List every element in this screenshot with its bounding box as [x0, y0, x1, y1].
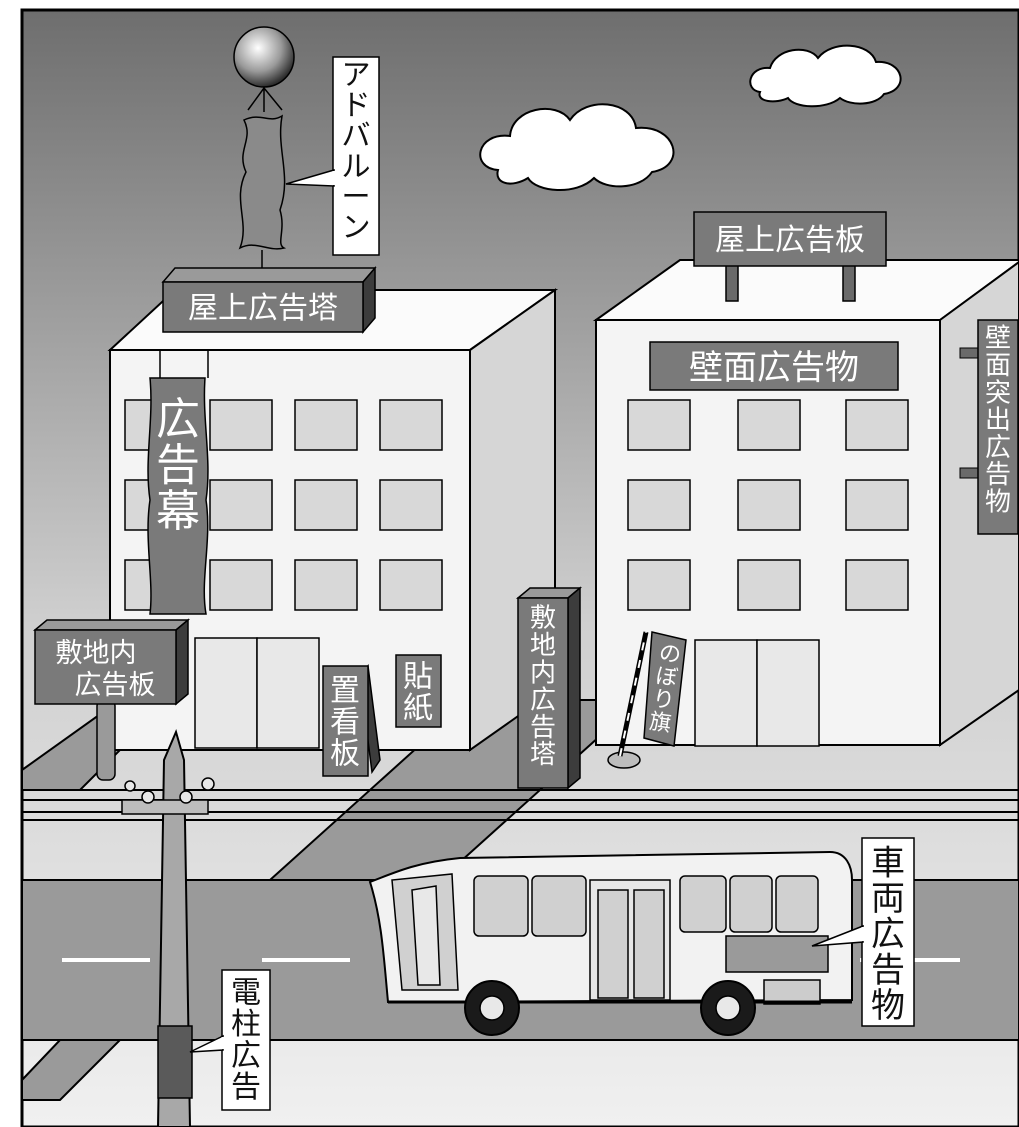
vertical-char: 看 — [330, 705, 360, 740]
vertical-char: ー — [341, 179, 370, 213]
vertical-char: 壁 — [985, 324, 1011, 354]
vertical-char: 広 — [231, 1039, 261, 1074]
onsite-tower-label: 敷地内広告塔 — [530, 604, 556, 771]
vertical-char: 電 — [231, 976, 261, 1011]
vertical-char: 物 — [985, 488, 1011, 518]
vertical-char: 広 — [156, 394, 200, 445]
vertical-char: ン — [341, 210, 370, 244]
sticker-label: 貼紙 — [403, 660, 433, 727]
vertical-char: ド — [341, 88, 370, 122]
vertical-char: バ — [341, 118, 370, 152]
vertical-char: 幕 — [156, 486, 200, 537]
vertical-char: 広 — [530, 686, 556, 716]
rooftop-tower-label: 屋上広告塔 — [188, 291, 338, 326]
vertical-char: 板 — [330, 737, 360, 772]
vertical-char: ル — [341, 149, 370, 183]
vertical-char: 広 — [985, 433, 1011, 463]
vertical-char: 紙 — [403, 691, 433, 726]
vertical-char: 告 — [231, 1070, 261, 1105]
pole-ad-wrap — [158, 1026, 192, 1098]
wall-ad: 壁面広告物 — [650, 342, 898, 390]
left-building-door — [195, 638, 319, 748]
vertical-char: 告 — [156, 440, 200, 491]
vertical-char: ア — [341, 58, 370, 92]
right-building-windows — [628, 400, 908, 610]
vertical-char: 敷 — [530, 604, 556, 634]
vertical-char: 貼 — [403, 660, 433, 695]
vertical-char: 告 — [871, 950, 905, 990]
onsite-board-label-2: 広告板 — [75, 670, 156, 701]
vertical-char: 突 — [985, 378, 1011, 408]
standing-sign-label: 置看板 — [330, 674, 360, 772]
right-building-door — [695, 640, 819, 746]
wall-projecting-label: 壁面突出広告物 — [985, 324, 1011, 518]
ad-balloon-label: アドバルーン — [341, 58, 370, 244]
vertical-char: 告 — [985, 460, 1011, 490]
sticker: 貼紙 — [396, 655, 441, 727]
banner: 広告幕 — [148, 350, 208, 614]
vertical-char: 内 — [530, 658, 556, 688]
vehicle-ad-label: 車両広告物 — [871, 843, 905, 1026]
vertical-char: 置 — [330, 674, 360, 709]
pole-ad-label: 電柱広告 — [231, 976, 261, 1106]
rooftop-billboard-label: 屋上広告板 — [715, 223, 865, 258]
onsite-board-label-1: 敷地内 — [56, 638, 137, 669]
vertical-char: 車 — [871, 843, 905, 883]
vertical-char: 出 — [985, 406, 1011, 436]
vertical-char: 塔 — [530, 740, 556, 770]
vertical-char: 地 — [530, 631, 556, 661]
vertical-char: 柱 — [231, 1007, 261, 1042]
vertical-char: 広 — [871, 915, 905, 955]
wall-ad-label: 壁面広告物 — [689, 348, 859, 388]
balloon-streamer — [240, 116, 285, 249]
bus-ad-panel — [726, 936, 828, 972]
vertical-char: 両 — [871, 879, 905, 919]
onsite-tower: 敷地内広告塔 — [518, 588, 580, 788]
vertical-char: 面 — [985, 351, 1011, 381]
vertical-char: 告 — [530, 713, 556, 743]
banner-label: 広告幕 — [156, 394, 200, 537]
vertical-char: 物 — [871, 986, 905, 1026]
vertical-char: 旗 — [648, 709, 673, 737]
rooftop-tower: 屋上広告塔 — [163, 268, 375, 332]
